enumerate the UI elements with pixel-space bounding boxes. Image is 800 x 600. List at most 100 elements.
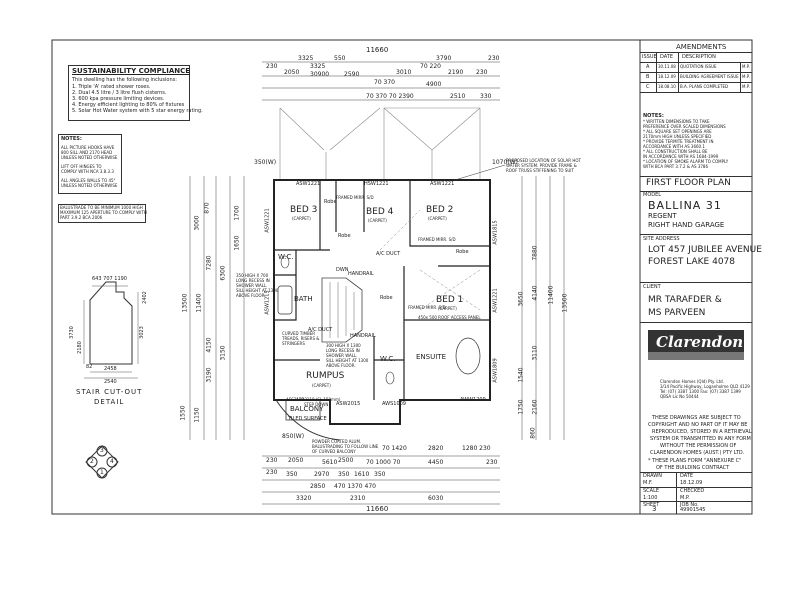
copyright-line: COPYRIGHT AND NO PART OF IT MAY BE [648,422,748,428]
dim-left: 13500 [181,293,189,313]
notes-box [58,134,122,194]
amendments-header: DESCRIPTION [682,54,716,60]
dim-right: 13500 [561,293,569,313]
ensuite-recess-line: SILL HEIGHT AT 1300 [326,358,369,363]
dim-bottom: 2500 [338,457,354,464]
divider [640,72,752,73]
note-line: ACCORDANCE WITH AS 3660.1 [643,144,705,149]
notes-box-line: LIFT OFF HINGES TO [61,164,102,169]
step-down-line: ASD2118 (SL 150mm) [296,397,341,402]
date-value: 18.12.09 [680,480,703,486]
dim-top: 4900 [426,81,442,88]
stair-note-line: STRINGERS [282,341,305,346]
dim-bottom: 2970 [314,471,330,478]
dim-bottom: 6030 [428,495,444,502]
copyright-line: WITHOUT THE PERMISSION OF [660,443,737,449]
sustainability-item: 2. Dual 4.5 litre / 3 litre flush cister… [72,90,167,96]
dim-top: 30900 [310,71,330,78]
date-label: DATE [680,473,694,479]
dim-bottom: 2310 [350,495,366,502]
dim-top: 3790 [436,55,452,62]
dim-bottom: 470 1370 470 [334,483,376,490]
stair-bottom-dim: 2540 [104,379,117,385]
notes-box-title: NOTES: [61,136,82,142]
amendment-date: 18.08.10 [658,84,676,89]
ensuite-recess-line: 300 HIGH X 1300 [326,343,361,348]
window-code: AWW1209 [460,397,486,403]
window-code: ASW1221 [430,181,455,187]
handrail-label: HANDRAIL [348,271,374,277]
mirror-door-label: FRAMED MIRR. S/D [418,237,456,242]
divider [640,191,752,192]
room-robe: Robe [324,199,337,205]
notes-box-line: COMPLY WITH NCA 3.8.3.3 [61,169,114,174]
divider [640,92,752,93]
checked-value: M.P. [680,495,690,501]
room-robe: Robe [456,249,469,255]
step-down-line: STEP DOWN [304,402,329,407]
dim-bottom: 350 [374,471,386,478]
sustainability-item: 5. Solar Hot Water system with 5 star en… [72,108,203,114]
window-code: ASS2118 [286,397,304,402]
room-bed3-floor: (CARPET) [292,216,311,221]
dim-bottom: 2850 [310,483,326,490]
amendments-header: ISSUE [642,54,657,60]
model-name: BALLINA 31 [648,199,722,212]
dim-left: 3000 [193,215,201,231]
dim-right: 4140 [531,285,539,301]
window-code: ASW2015 [336,401,361,407]
solar-note-line: PROPOSED LOCATION OF SOLAR HOT [506,158,581,163]
ensuite-recess-line: SHOWER WALL. [326,353,358,358]
stair-dwn-label: DWN [336,267,349,273]
note-line: 2170mm HIGH UNLESS SPECIFIED [643,134,712,139]
dim-top: 330 [480,93,492,100]
divider [676,472,677,514]
divider [656,52,657,92]
amendment-by: M.P. [742,84,750,89]
handrail-label: HANDRAIL [350,333,376,339]
dim-right: 1750 [517,399,525,415]
brand-detail: QBSA Lic No 50444 [660,394,699,399]
dim-bottom: 2820 [428,445,444,452]
window-code: ASW1215 [264,290,271,315]
balustrade-plan-line: OF CURVED BALCONY [312,449,356,454]
divider [678,52,679,92]
recess-note-line: ABOVE FLOOR. [236,293,266,298]
scale-label: SCALE [643,488,660,494]
site-address-line: FOREST LAKE 4078 [648,257,736,267]
copyright-line: SYSTEM OR TRANSMITTED IN ANY FORM [650,436,751,442]
recess-note-line: 350 HIGH X 700 [236,273,269,278]
mirror-door-label: FRAMED MIRR. S/D [336,195,374,200]
divider [640,82,752,83]
balustrade-note-line: PART 3.9.2 BCA 2006 [60,215,103,220]
model-sub: RIGHT HAND GARAGE [648,221,725,229]
brand-detail: Tel: (07) 3387 1300 Fax: (07) 3387 1399 [660,389,741,394]
amendment-by: M.P. [742,64,750,69]
clarendon-logo: Clarendon [648,330,744,360]
room-bed1: BED 1 [436,295,464,305]
dim-left: 3190 [205,367,213,383]
sustainability-item: 1. Triple 'A' rated shower roses. [72,84,151,90]
solar-note-line: ROOF TRUSS STIFFENING TO SUIT [506,168,574,173]
dim-right: 860 [529,427,537,439]
amendment-issue: B [646,74,650,80]
dim-right: 2160 [531,399,539,415]
dim-left: 870 [203,202,211,214]
copyright-line: THESE DRAWINGS ARE SUBJECT TO [652,415,741,421]
stair-bottom-dim: 82 [86,364,93,370]
checked-label: CHECKED [680,488,705,494]
window-code: ASW1815 [492,220,499,245]
divider [640,472,752,473]
room-balcony-floor: TILED SURFACE [288,416,327,422]
room-bed2-floor: (CARPET) [428,216,447,221]
sustainability-intro: This dwelling has the following inclusio… [72,77,177,83]
amendment-date: 30.11.08 [658,64,676,69]
dim-top: 2590 [344,71,360,78]
brand-name: Clarendon [656,333,744,351]
dim-top: 3325 [310,63,326,70]
note-line: * WRITTEN DIMENSIONS TO TAKE [643,119,710,124]
dim-bottom: 230 [266,469,278,476]
model-sub: REGENT [648,212,677,220]
logo-swoosh-icon [648,352,744,360]
